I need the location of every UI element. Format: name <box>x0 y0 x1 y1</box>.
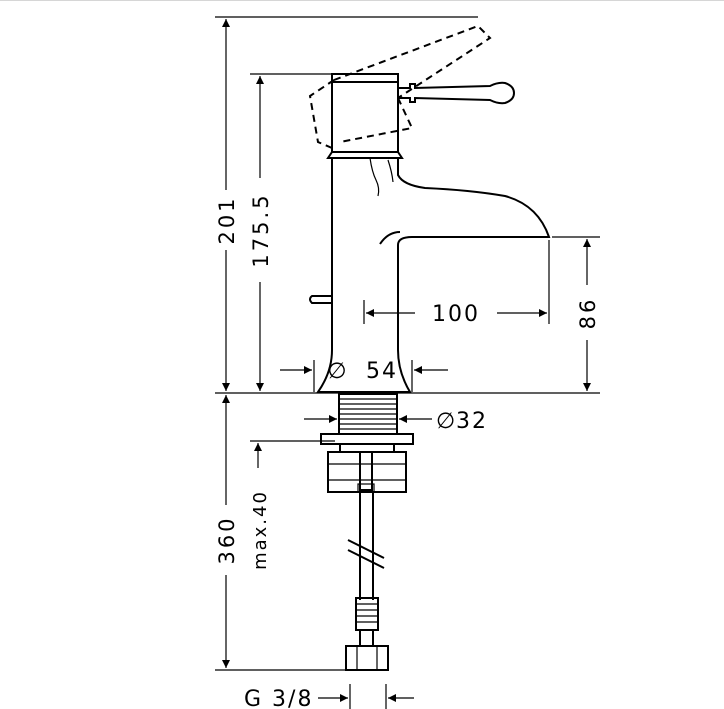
faucet-body <box>309 73 551 393</box>
dim-spout-reach: 100 <box>432 302 480 327</box>
dim-body-height: 175.5 <box>249 192 273 267</box>
mounting-nut <box>327 451 407 493</box>
handle-block <box>331 73 399 153</box>
spout <box>316 158 551 393</box>
washer <box>320 433 414 445</box>
dim-max-counter: max.40 <box>250 490 271 570</box>
diameter-symbol-54: ∅ <box>327 359 348 384</box>
dim-spout-height: 86 <box>576 297 600 330</box>
connection-nut <box>345 645 389 671</box>
dim-total-height: 201 <box>215 195 239 244</box>
dim-base-diameter: 54 <box>366 359 398 384</box>
pop-up-rod <box>309 295 332 304</box>
mounting-assembly <box>320 393 414 709</box>
break-mark <box>347 539 385 559</box>
diameter-symbol-32: ∅ <box>436 409 457 434</box>
dim-shank-diameter: 32 <box>456 409 488 434</box>
hose-fitting <box>355 597 379 631</box>
dim-below-counter: 360 <box>215 515 239 564</box>
top-border <box>0 0 724 1</box>
lever-range-dashed <box>308 24 492 149</box>
dim-connection-thread: G 3/8 <box>244 687 313 709</box>
lever-handle <box>398 81 516 105</box>
